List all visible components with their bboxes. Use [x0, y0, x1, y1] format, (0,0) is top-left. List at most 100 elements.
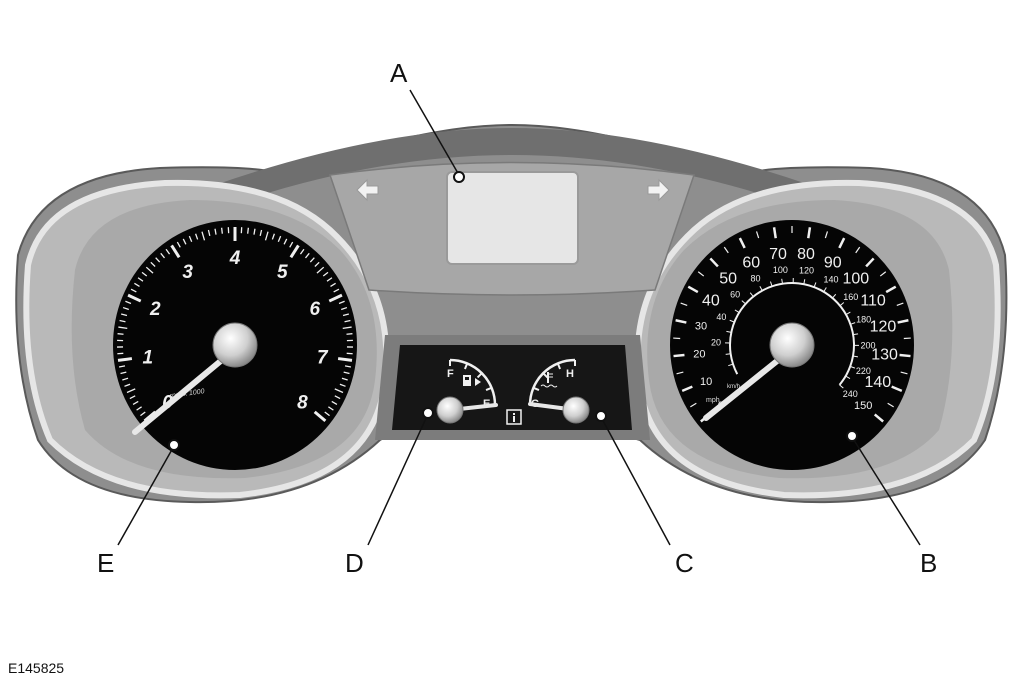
tachometer-number: 8 [297, 393, 308, 414]
temperature-gauge: H C [528, 358, 590, 424]
tachometer-tick [277, 235, 282, 242]
tachometer-tick [207, 229, 211, 237]
tachometer-tick [145, 266, 154, 274]
speedometer-kmh-tick [852, 355, 859, 358]
fuel-gauge-tick [464, 363, 469, 370]
tachometer-tick [264, 231, 269, 241]
info-icon [506, 409, 522, 425]
tachometer-tick [314, 261, 320, 267]
speedometer-mph-number: 150 [854, 400, 872, 412]
speedometer-kmh-number: 40 [716, 312, 726, 322]
tachometer-tick [334, 395, 341, 400]
speedometer-kmh-tick [781, 278, 783, 284]
speedometer-mph-tick [723, 246, 729, 254]
tachometer-tick [119, 319, 126, 323]
tachometer-tick [324, 411, 330, 417]
speedometer-kmh-tick [845, 311, 851, 315]
speedometer-mph-number: 110 [860, 292, 886, 309]
speedometer-mph-tick [887, 402, 894, 408]
speedometer-mph-tick [772, 227, 777, 239]
speedometer-kmh-tick [850, 365, 856, 369]
speedometer-mph-tick [738, 237, 746, 249]
speedometer-kmh-tick [725, 353, 731, 355]
speedometer-mph-tick [897, 319, 909, 324]
tachometer: 012345678 rpm x 1000 [113, 220, 357, 470]
speedometer-kmh-number: 120 [799, 265, 814, 275]
left-turn-arrow-icon [356, 178, 379, 202]
tachometer-tick [337, 357, 353, 362]
tachometer-tick [130, 288, 137, 293]
tachometer-tick [117, 357, 133, 362]
speedometer-kmh-number: 220 [856, 366, 871, 376]
callout-label-d: D [345, 548, 364, 578]
fuel-gauge-tick [485, 386, 492, 391]
speedometer-mph-tick [824, 231, 829, 239]
speedometer-mph-tick [899, 353, 911, 358]
tachometer-tick [140, 411, 146, 417]
speedometer-kmh-tick [850, 322, 856, 325]
speedometer-kmh-tick [729, 319, 735, 323]
speedometer-mph-tick [879, 271, 887, 277]
tachometer-tick [118, 326, 128, 330]
temperature-gauge-tick [542, 372, 549, 379]
speedometer-kmh-number: 240 [843, 389, 858, 399]
tachometer-tick [155, 257, 161, 263]
speedometer-kmh-tick [803, 279, 806, 285]
tachometer-tick [346, 333, 353, 335]
tachometer-tick [342, 326, 352, 330]
speedometer-kmh-arc [729, 282, 855, 386]
speedometer-mph-number: 80 [797, 246, 815, 263]
speedometer-mph-ticks [673, 226, 911, 423]
speedometer-mph-tick [709, 257, 719, 268]
tachometer-tick [328, 293, 343, 303]
tachometer-tick [201, 231, 206, 241]
tachometer-tick [136, 406, 142, 411]
speedometer-kmh-tick [839, 302, 845, 307]
tachometer-tick [129, 395, 136, 400]
speedometer-kmh-number: 80 [751, 273, 761, 283]
tachometer-tick [283, 238, 288, 245]
speedometer-mph-label: mph [706, 397, 720, 404]
speedometer-mph-tick [680, 302, 688, 307]
fuel-gauge-hub [436, 396, 464, 424]
speedometer-mph-tick [900, 371, 908, 375]
tachometer-hub [212, 322, 258, 368]
tachometer-tick [137, 277, 144, 282]
figure-id: E145825 [8, 660, 65, 676]
tachometer-tick [331, 400, 338, 406]
tachometer-number: 1 [142, 347, 153, 368]
speedometer-kmh-number: 200 [860, 340, 875, 350]
speedometer-kmh-number: 180 [856, 315, 871, 325]
speedometer-kmh-scale [725, 278, 860, 389]
tachometer-tick [271, 233, 276, 240]
speedometer-mph-number: 100 [842, 270, 869, 287]
message-center-display [446, 171, 579, 265]
tachometer-tick [214, 228, 217, 235]
tachometer-tick [124, 383, 131, 387]
tachometer-tick [165, 248, 171, 255]
tachometer-tick [117, 333, 124, 335]
tachometer-unit-label: rpm x 1000 [169, 388, 205, 400]
speedometer-mph-number: 70 [769, 246, 787, 263]
speedometer-mph-tick [697, 271, 705, 277]
speedometer-kmh-tick [813, 282, 817, 288]
speedometer-kmh-number: 160 [843, 292, 858, 302]
tachometer-tick [299, 248, 305, 255]
speedometer-mph-tick [676, 371, 684, 375]
speedometer-mph-tick [673, 353, 685, 358]
speedometer-kmh-tick [839, 384, 844, 389]
speedometer-kmh-number: 100 [773, 265, 788, 275]
speedometer-kmh-tick [845, 375, 851, 380]
speedometer-mph-number: 30 [695, 321, 707, 333]
speedometer-kmh-label: km/h [727, 384, 740, 390]
tachometer-tick [344, 319, 351, 323]
callout-label-e: E [97, 548, 115, 578]
fuel-empty-label: E [483, 398, 490, 410]
tachometer-tick [339, 383, 346, 387]
tachometer-tick [122, 377, 129, 381]
speedometer-kmh-tick [728, 363, 734, 367]
speedometer-mph-tick [885, 285, 897, 294]
tachometer-tick [341, 377, 348, 381]
